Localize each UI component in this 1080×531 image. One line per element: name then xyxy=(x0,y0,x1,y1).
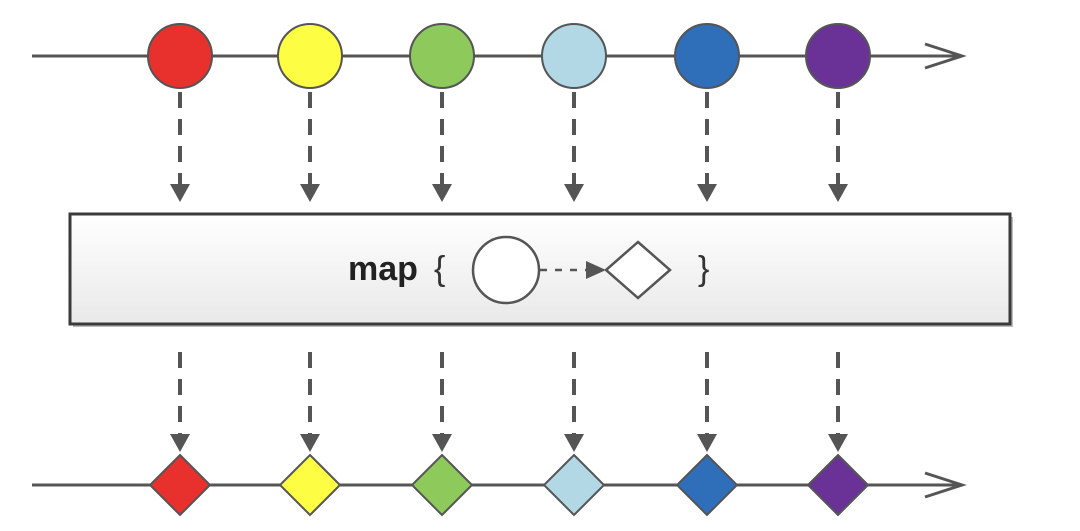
arrow-in-6 xyxy=(828,92,848,202)
output-marble-1 xyxy=(148,453,212,517)
input-marble-4 xyxy=(541,23,607,89)
arrow-out-2 xyxy=(300,352,320,452)
arrow-out-5 xyxy=(697,352,717,452)
input-timeline-arrowhead xyxy=(924,42,967,70)
operator-label: map xyxy=(348,250,418,288)
input-marble-5 xyxy=(674,23,740,89)
input-marbles xyxy=(147,23,871,89)
operator-output-diamond-icon xyxy=(604,240,672,300)
operator-open-brace: { xyxy=(434,250,445,288)
arrow-in-1 xyxy=(170,92,190,202)
input-marble-6 xyxy=(805,23,871,89)
arrows-out-of-operator xyxy=(170,352,848,452)
output-marble-5 xyxy=(675,453,739,517)
operator-input-circle-icon xyxy=(471,235,541,305)
arrow-out-6 xyxy=(828,352,848,452)
arrow-in-2 xyxy=(300,92,320,202)
arrow-in-4 xyxy=(564,92,584,202)
arrows-into-operator xyxy=(170,92,848,202)
output-marble-3 xyxy=(410,453,474,517)
input-marble-2 xyxy=(277,23,343,89)
arrow-out-3 xyxy=(432,352,452,452)
input-marble-3 xyxy=(409,23,475,89)
arrow-in-5 xyxy=(697,92,717,202)
input-marble-1 xyxy=(147,23,213,89)
output-marble-2 xyxy=(278,453,342,517)
operator-transform-arrowhead-icon xyxy=(586,261,606,279)
output-marble-4 xyxy=(542,453,606,517)
operator-close-brace: } xyxy=(698,250,709,288)
output-timeline-arrowhead xyxy=(924,471,967,499)
arrow-out-4 xyxy=(564,352,584,452)
operator-box: map { } xyxy=(68,212,1013,327)
output-marble-6 xyxy=(806,453,870,517)
arrow-out-1 xyxy=(170,352,190,452)
arrow-in-3 xyxy=(432,92,452,202)
output-marbles xyxy=(148,453,870,517)
